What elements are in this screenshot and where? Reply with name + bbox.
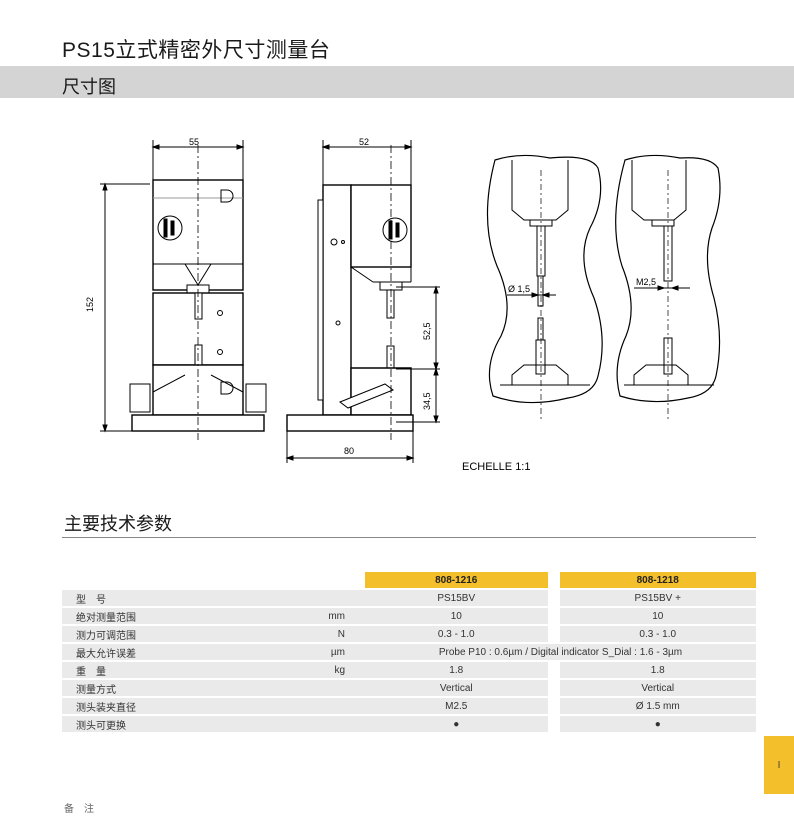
side-view [285,140,440,463]
footer-fragment: 备 注 [64,804,94,815]
chapter-tab: I [764,736,794,794]
spec-value-model-1: 0.3 - 1.0 [365,626,548,642]
spec-label: 最大允许误差 [62,644,267,660]
spec-label: 测头可更换 [62,716,267,732]
spec-unit: kg [267,662,365,678]
dimension-drawing: 55 152 [85,137,721,473]
detail-view-1 [486,154,603,420]
spec-value-model-2: 10 [559,608,756,624]
spec-value-model-1: M2.5 [365,698,548,714]
dim-label-34-5: 34,5 [422,392,432,410]
spec-value-model-1: ● [365,716,548,732]
spec-value-model-1: 10 [365,608,548,624]
spec-row: 测头装夹直径 M2.5 Ø 1.5 mm [62,698,756,714]
spec-unit [267,698,365,714]
dim-label-55: 55 [189,137,199,147]
spec-value-model-2: PS15BV + [559,590,756,606]
spec-value-model-2: Vertical [559,680,756,696]
section-title-specs: 主要技术参数 [64,514,172,534]
spec-unit: N [267,626,365,642]
spec-unit [267,680,365,696]
front-view [100,140,267,440]
page-title: PS15立式精密外尺寸测量台 [62,39,331,62]
spec-row: 型 号 PS15BV PS15BV + [62,590,756,606]
spec-label: 测量方式 [62,680,267,696]
section-title-dimensions: 尺寸图 [62,77,116,97]
detail-view-2 [615,154,721,420]
model-header-1: 808-1216 [365,572,548,588]
spec-value-model-1: Vertical [365,680,548,696]
model-header-2: 808-1218 [559,572,756,588]
spec-value-model-2: 1.8 [559,662,756,678]
spec-label: 测力可调范围 [62,626,267,642]
spec-value-model-2: 0.3 - 1.0 [559,626,756,642]
section-header-dimensions: 尺寸图 [0,66,794,98]
dim-label-152: 152 [85,297,95,312]
spec-value-model-2: Ø 1.5 mm [559,698,756,714]
spec-label: 型 号 [62,590,267,606]
spec-row: 测量方式 Vertical Vertical [62,680,756,696]
spec-unit [267,716,365,732]
spec-label: 绝对测量范围 [62,608,267,624]
dim-label-52-5: 52,5 [422,322,432,340]
spec-row: 测头可更换 ● ● [62,716,756,732]
spec-label: 测头装夹直径 [62,698,267,714]
spec-value-model-1: 1.8 [365,662,548,678]
spec-value-model-1: PS15BV [365,590,548,606]
scale-label: ECHELLE 1:1 [462,461,530,473]
spec-unit [267,590,365,606]
spec-value-merged: Probe P10 : 0.6µm / Digital indicator S_… [365,644,756,660]
spec-label: 重 量 [62,662,267,678]
spec-unit: mm [267,608,365,624]
dim-label-80: 80 [344,446,354,456]
specs-table: 808-1216 808-1218 型 号 PS15BV PS15BV + 绝对测量范… [62,570,756,734]
dim-label-dia-1-5: Ø 1,5 [508,284,530,294]
spec-unit: µm [267,644,365,660]
spec-value-model-2: ● [559,716,756,732]
dim-label-m2-5: M2,5 [636,277,656,287]
section-divider [62,537,756,538]
dim-label-52: 52 [359,137,369,147]
